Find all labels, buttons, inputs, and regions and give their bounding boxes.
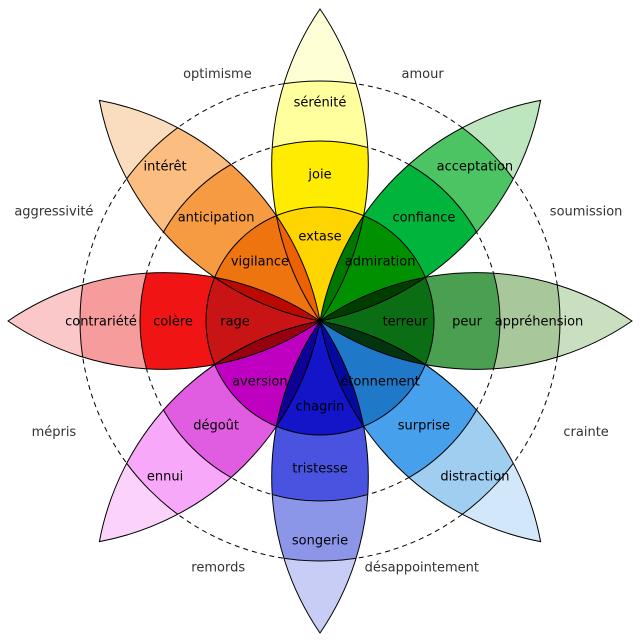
label-colère: colère bbox=[153, 315, 193, 330]
label-intérêt: intérêt bbox=[144, 160, 187, 175]
dyad-label-crainte: crainte bbox=[563, 425, 608, 440]
petal-outline-top bbox=[271, 8, 369, 322]
label-confiance: confiance bbox=[392, 211, 455, 226]
segment-rage bbox=[206, 272, 320, 370]
label-terreur: terreur bbox=[383, 315, 429, 330]
petal-outline-top-left bbox=[98, 99, 321, 322]
petal-fills bbox=[8, 9, 632, 633]
label-vigilance: vigilance bbox=[231, 254, 289, 269]
dyad-labels: optimisme amour soumission crainte désappoin… bbox=[14, 67, 622, 575]
ring-arc bbox=[320, 272, 501, 370]
label-surprise: surprise bbox=[398, 418, 450, 433]
dyad-label-désappointement: désappointement bbox=[365, 560, 479, 575]
label-sérénité: sérénité bbox=[294, 96, 347, 111]
petal-outline-right bbox=[319, 272, 633, 370]
dyad-label-soumission: soumission bbox=[550, 204, 623, 219]
label-tristesse: tristesse bbox=[292, 462, 347, 477]
dyad-label-mépris: mépris bbox=[32, 425, 77, 440]
ring-arc bbox=[320, 272, 435, 370]
ring-arc bbox=[205, 321, 320, 436]
petal-outline-left bbox=[7, 272, 321, 370]
emotion-labels: extase joie sérénité admiration confiance acc… bbox=[65, 96, 583, 549]
dyad-label-optimisme: optimisme bbox=[183, 67, 252, 82]
ring-arc bbox=[205, 206, 320, 321]
segment-extase bbox=[271, 207, 369, 321]
ring-arc bbox=[139, 321, 320, 502]
label-admiration: admiration bbox=[345, 254, 416, 269]
dyad-label-aggressivité: aggressivité bbox=[14, 204, 93, 219]
label-extase: extase bbox=[298, 230, 341, 245]
label-aversion: aversion bbox=[232, 375, 288, 390]
label-songerie: songerie bbox=[292, 534, 348, 549]
label-anticipation: anticipation bbox=[178, 211, 255, 226]
ring-arc bbox=[320, 272, 561, 370]
dyad-label-amour: amour bbox=[402, 67, 445, 82]
label-rage: rage bbox=[220, 315, 250, 330]
label-chagrin: chagrin bbox=[296, 400, 345, 415]
ring-arcs-right bbox=[320, 272, 561, 370]
label-appréhension: appréhension bbox=[495, 315, 584, 330]
petal-outline-bottom-left bbox=[98, 320, 321, 543]
ring-arc bbox=[139, 140, 320, 321]
label-joie: joie bbox=[307, 168, 331, 183]
segment-chagrin bbox=[271, 321, 369, 435]
label-ennui: ennui bbox=[147, 469, 183, 484]
label-dégoût: dégoût bbox=[193, 418, 239, 433]
label-acceptation: acceptation bbox=[437, 160, 513, 175]
petal-outline-bottom bbox=[271, 320, 369, 634]
label-distraction: distraction bbox=[440, 469, 509, 484]
segment-terreur bbox=[320, 272, 434, 370]
petal-outline-bottom-right bbox=[319, 320, 542, 543]
label-étonnement: étonnement bbox=[340, 375, 420, 390]
petal-outline-top-right bbox=[319, 99, 542, 322]
label-contrariété: contrariété bbox=[65, 315, 137, 330]
label-peur: peur bbox=[452, 315, 482, 330]
dyad-label-remords: remords bbox=[191, 560, 245, 575]
